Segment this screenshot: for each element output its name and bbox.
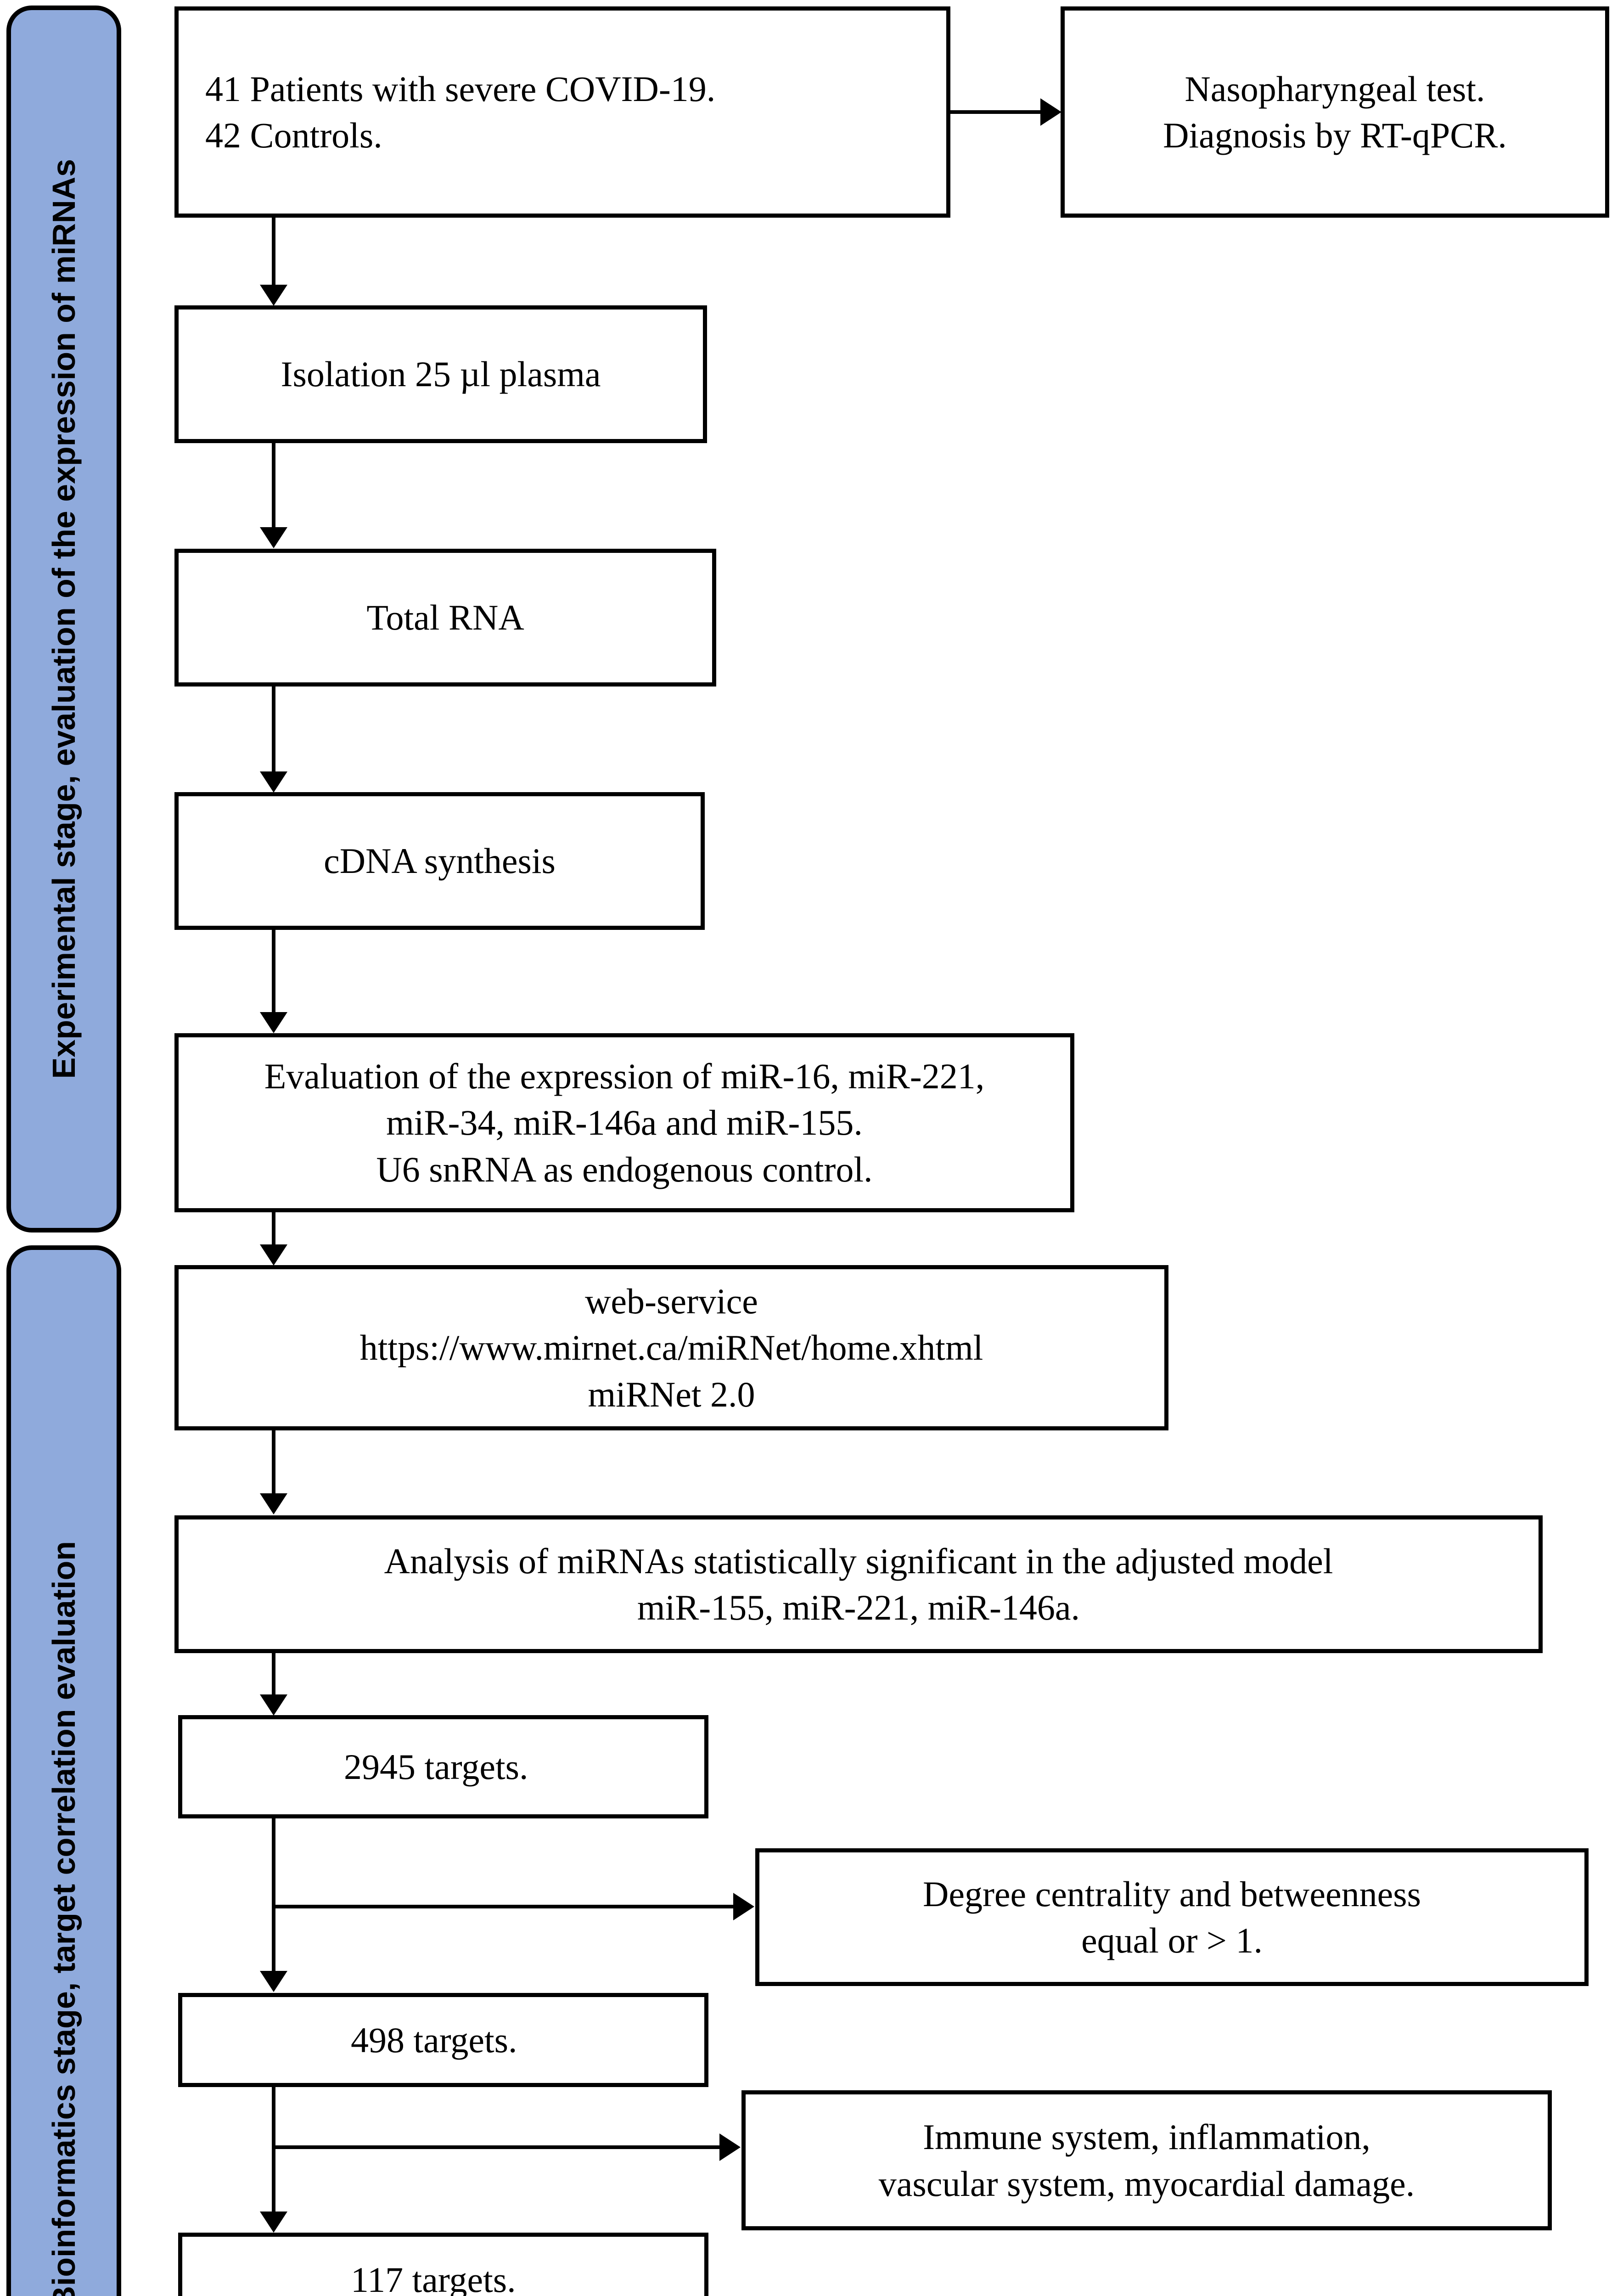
node-isolation: Isolation 25 µl plasma: [174, 305, 707, 443]
connector-analysis-to-targets-2945: [272, 1653, 275, 1695]
node-expression-text: Evaluation of the expression of miR-16, …: [264, 1056, 985, 1189]
node-filter-systems: Immune system, inflammation, vascular sy…: [741, 2090, 1552, 2230]
connector-targets-498-to-filter-systems: [272, 2145, 723, 2149]
node-cohort-text: 41 Patients with severe COVID-19. 42 Con…: [205, 68, 716, 155]
arrowhead-targets-2945-to-filter-degree: [733, 1893, 754, 1920]
stage-bar-experimental: Experimental stage, evaluation of the ex…: [6, 6, 121, 1232]
node-filter-degree-text: Degree centrality and betweenness equal …: [923, 1874, 1421, 1960]
arrowhead-expression-to-web-service: [260, 1244, 287, 1266]
node-cdna: cDNA synthesis: [174, 792, 705, 930]
node-web-service: web-service https://www.mirnet.ca/miRNet…: [174, 1265, 1168, 1430]
arrowhead-web-service-to-analysis: [260, 1493, 287, 1514]
arrowhead-targets-498-to-targets-117: [260, 2212, 287, 2233]
node-targets-498: 498 targets.: [178, 1993, 708, 2087]
node-total-rna-text: Total RNA: [366, 597, 524, 638]
node-analysis: Analysis of miRNAs statistically signifi…: [174, 1515, 1543, 1653]
stage-label-bioinformatics: Bioinformatics stage, target correlation…: [46, 1541, 82, 2296]
connector-cohort-to-isolation: [272, 218, 275, 287]
arrowhead-analysis-to-targets-2945: [260, 1694, 287, 1716]
node-diagnosis-text: Nasopharyngeal test. Diagnosis by RT-qPC…: [1163, 68, 1507, 155]
node-filter-degree: Degree centrality and betweenness equal …: [755, 1848, 1589, 1986]
node-targets-2945: 2945 targets.: [178, 1715, 708, 1818]
arrowhead-cdna-to-expression: [260, 1012, 287, 1033]
node-web-service-text: web-service https://www.mirnet.ca/miRNet…: [359, 1281, 983, 1414]
arrowhead-isolation-to-total-rna: [260, 527, 287, 548]
node-targets-498-text: 498 targets.: [351, 2020, 517, 2060]
stage-bar-bioinformatics: Bioinformatics stage, target correlation…: [6, 1245, 121, 2296]
connector-targets-498-to-targets-117: [272, 2087, 275, 2213]
node-cdna-text: cDNA synthesis: [324, 841, 556, 881]
connector-cohort-to-diagnosis: [949, 110, 1044, 114]
connector-targets-2945-to-targets-498: [272, 1818, 275, 1972]
connector-isolation-to-total-rna: [272, 443, 275, 528]
node-total-rna: Total RNA: [174, 549, 716, 687]
arrowhead-targets-2945-to-targets-498: [260, 1971, 287, 1992]
arrowhead-total-rna-to-cdna: [260, 771, 287, 793]
node-targets-2945-text: 2945 targets.: [344, 1746, 528, 1787]
node-filter-systems-text: Immune system, inflammation, vascular sy…: [878, 2117, 1415, 2204]
connector-total-rna-to-cdna: [272, 687, 275, 773]
stage-label-experimental: Experimental stage, evaluation of the ex…: [46, 159, 82, 1079]
node-isolation-text: Isolation 25 µl plasma: [281, 354, 601, 394]
arrowhead-targets-498-to-filter-systems: [719, 2133, 741, 2161]
arrowhead-cohort-to-diagnosis: [1040, 98, 1061, 126]
node-cohort: 41 Patients with severe COVID-19. 42 Con…: [174, 6, 950, 218]
node-analysis-text: Analysis of miRNAs statistically signifi…: [384, 1541, 1333, 1627]
node-targets-117-text: 117 targets.: [351, 2259, 516, 2296]
connector-expression-to-web-service: [272, 1212, 275, 1245]
node-expression: Evaluation of the expression of miR-16, …: [174, 1033, 1074, 1212]
node-diagnosis: Nasopharyngeal test. Diagnosis by RT-qPC…: [1061, 6, 1609, 218]
connector-web-service-to-analysis: [272, 1430, 275, 1495]
connector-targets-2945-to-filter-degree: [272, 1905, 737, 1908]
node-targets-117: 117 targets.: [178, 2233, 708, 2296]
arrowhead-cohort-to-isolation: [260, 285, 287, 306]
connector-cdna-to-expression: [272, 930, 275, 1013]
